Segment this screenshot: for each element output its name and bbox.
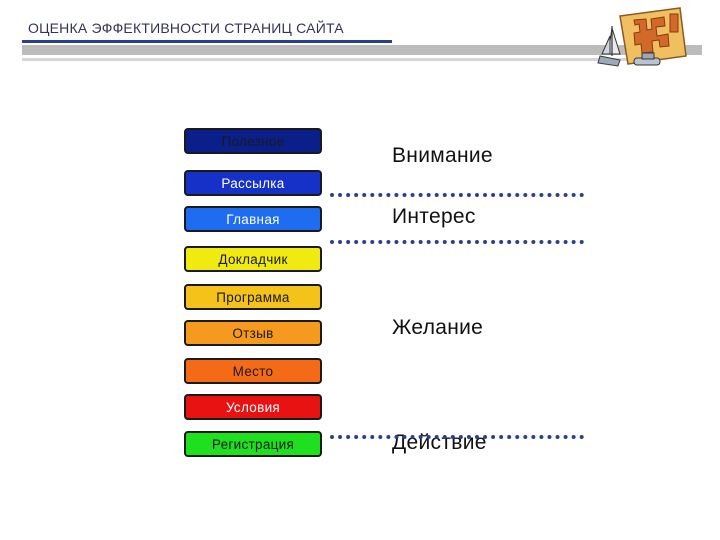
phase-label: Желание <box>392 316 484 339</box>
slide-title: ОЦЕНКА ЭФФЕКТИВНОСТИ СТРАНИЦ САЙТА <box>28 20 344 36</box>
funnel-stage-box: Докладчик <box>184 246 322 272</box>
phase-label: Внимание <box>392 144 493 167</box>
title-underline-blue <box>22 40 392 43</box>
funnel-stage-box: Полезное <box>184 128 322 154</box>
funnel-stage-box: Регистрация <box>184 431 322 457</box>
funnel-stage-box: Рассылка <box>184 170 322 196</box>
phase-label: Интерес <box>392 205 476 228</box>
phase-separator <box>330 193 584 197</box>
title-underline-light <box>22 58 642 61</box>
phase-separator <box>330 435 584 439</box>
title-underline-gray <box>22 45 702 55</box>
funnel-stage-box: Место <box>184 358 322 384</box>
funnel-stage-box: Главная <box>184 206 322 232</box>
maze-sailboat-logo-icon <box>597 7 687 67</box>
funnel-stage-box: Программа <box>184 284 322 310</box>
funnel-stage-box: Условия <box>184 394 322 420</box>
funnel-stage-box: Отзыв <box>184 320 322 346</box>
phase-separator <box>330 240 584 244</box>
